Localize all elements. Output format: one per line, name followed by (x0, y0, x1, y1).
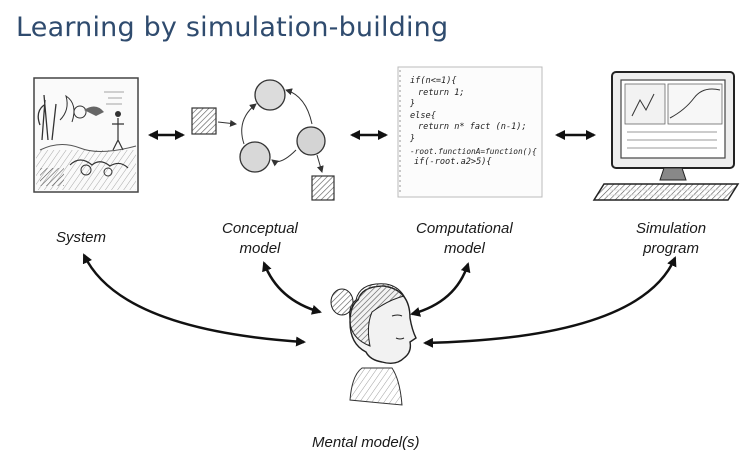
code-line: else{ (410, 110, 436, 121)
mental-model-head (330, 283, 417, 406)
code-line: } (410, 133, 416, 144)
system-sketch (33, 77, 139, 193)
code-line: return n* fact (n-1); (418, 122, 527, 133)
code-line: return 1; (418, 87, 465, 98)
link-conceptual-mental (262, 261, 322, 315)
label-computational-model: Computational model (416, 220, 513, 257)
conceptual-sketch (191, 79, 335, 201)
label-mental-models: Mental model(s) (312, 434, 420, 451)
link-computational-mental (410, 262, 471, 317)
code-line: -root.functionA=function(){ (410, 146, 537, 156)
label-simulation-program: Simulation program (636, 220, 707, 257)
code-line: if(n<=1){ (410, 76, 457, 86)
label-conceptual-model: Conceptual model (222, 220, 298, 257)
code-block: if(n<=1){ return 1; } else{ return n* fa… (410, 76, 542, 169)
computational-sketch (397, 66, 543, 198)
link-system-mental (82, 253, 306, 347)
label-system: System (56, 229, 107, 246)
code-line: if(-root.a2>5){ (414, 157, 492, 168)
link-simulation-mental (423, 256, 677, 348)
code-line: } (410, 99, 416, 110)
simulation-sketch (592, 71, 740, 201)
page-title: Learning by simulation-building (16, 12, 449, 43)
